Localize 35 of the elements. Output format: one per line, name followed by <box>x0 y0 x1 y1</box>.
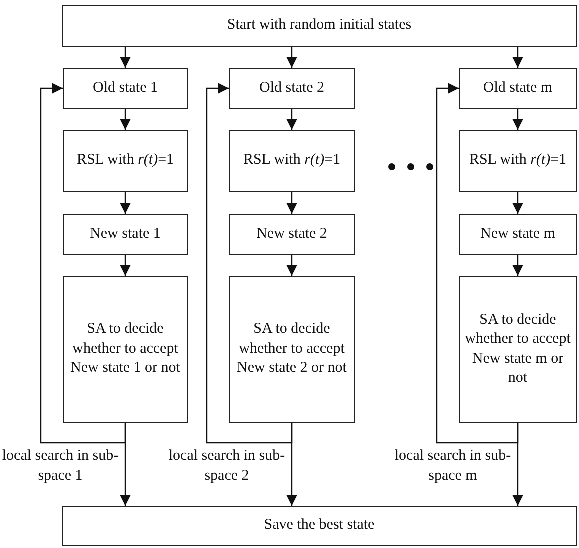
process-box: Start with random initial states <box>62 5 577 47</box>
process-box: RSL with r(t)=1 <box>63 130 188 192</box>
process-box: Save the best state <box>62 506 577 546</box>
arrow <box>286 423 298 506</box>
process-box: New state 2 <box>229 214 355 255</box>
arrow <box>40 83 126 444</box>
arrow <box>286 47 298 68</box>
arrow <box>512 47 524 68</box>
process-box: Old state 2 <box>229 68 355 109</box>
process-box: RSL with r(t)=1 <box>229 130 355 192</box>
edge-label: local search in sub-space m <box>392 447 514 486</box>
process-box: New state m <box>459 214 577 255</box>
edge-label: local search in sub-space 2 <box>166 447 288 486</box>
arrow <box>512 423 524 506</box>
arrow <box>120 255 131 276</box>
process-box: SA to decide whether to accept New state 1 or not <box>63 276 188 423</box>
arrow <box>120 109 131 130</box>
process-box: Old state m <box>459 68 577 109</box>
arrow <box>512 255 524 276</box>
arrow <box>206 83 293 444</box>
arrow <box>286 255 298 276</box>
arrow <box>286 109 298 130</box>
arrow <box>120 423 131 506</box>
process-box: SA to decide whether to accept New state 2 or not <box>229 276 355 423</box>
arrow <box>120 192 131 214</box>
arrow <box>512 192 524 214</box>
process-box: SA to decide whether to accept New state m or not <box>459 276 577 423</box>
edge-label: local search in sub-space 1 <box>0 447 122 486</box>
process-box: Old state 1 <box>63 68 188 109</box>
arrow <box>512 109 524 130</box>
arrow <box>120 47 131 68</box>
arrow <box>436 83 519 444</box>
process-box: RSL with r(t)=1 <box>459 130 577 192</box>
arrow <box>286 192 298 214</box>
process-box: New state 1 <box>63 214 188 255</box>
